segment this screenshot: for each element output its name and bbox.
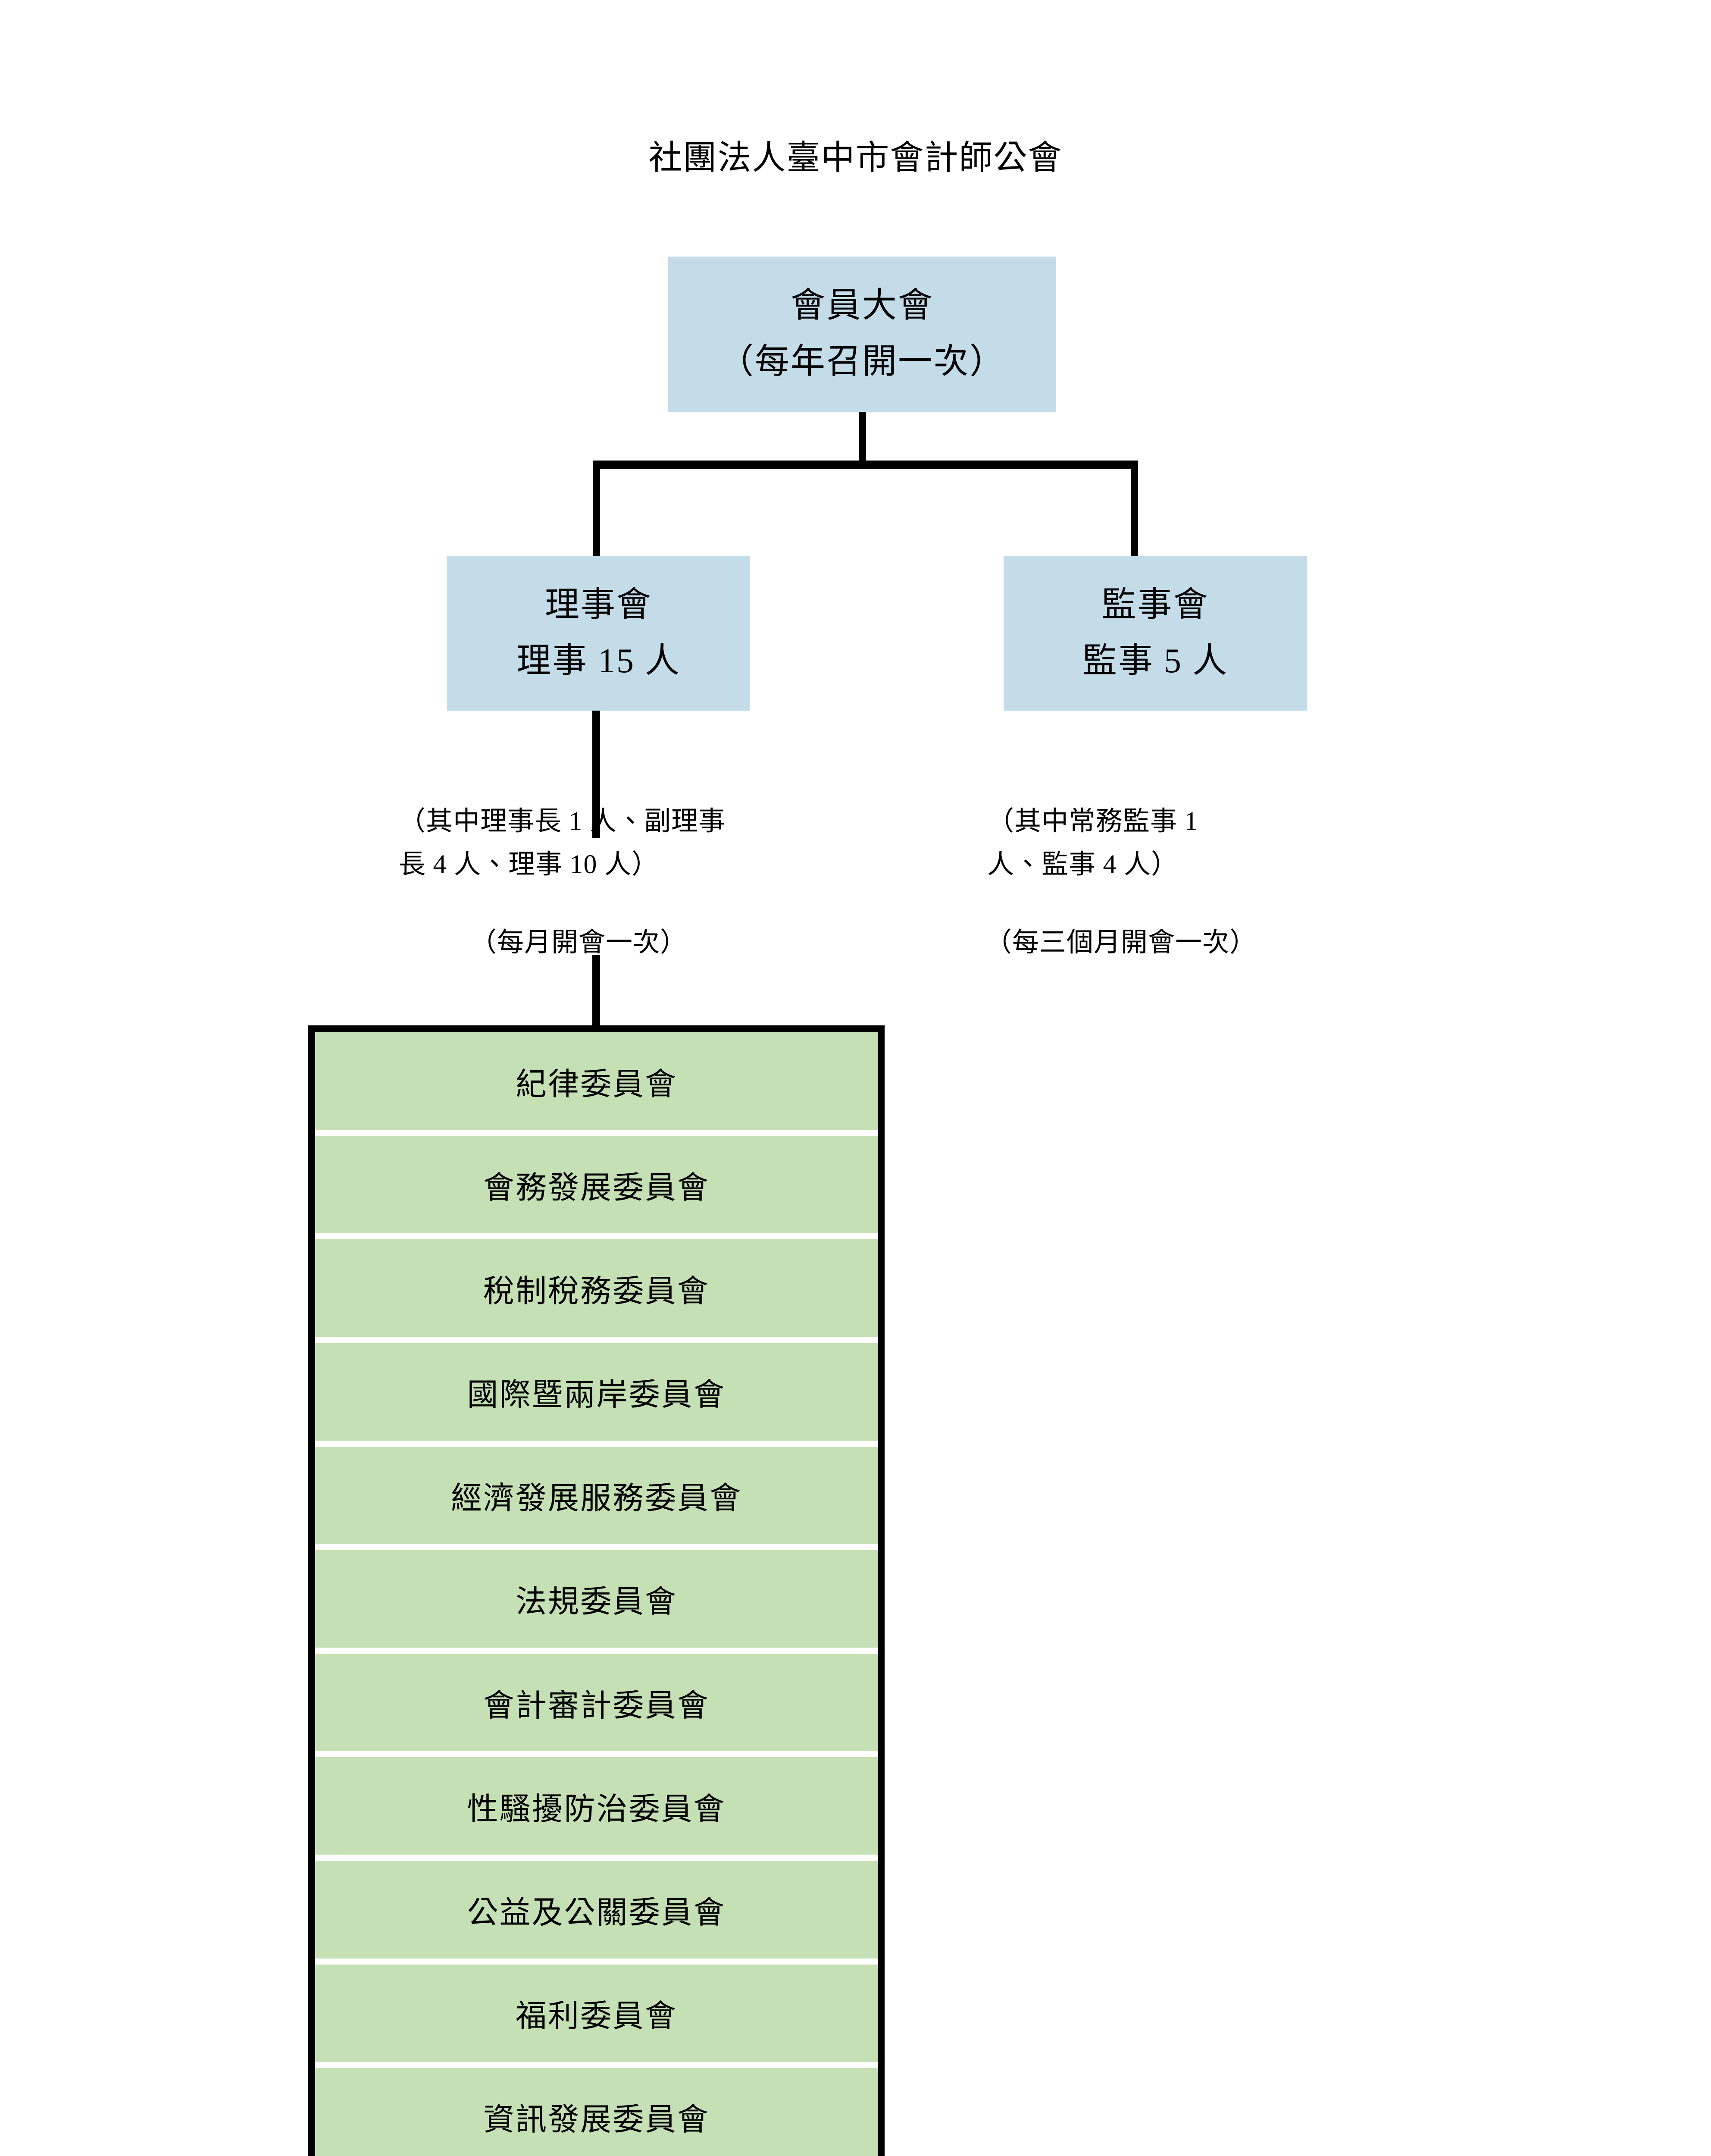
page-title: 社團法人臺中市會計師公會 <box>648 139 1063 176</box>
note-directors-line-1: （其中理事長 1 人、副理事 <box>399 807 726 836</box>
note-board-of-supervisors-composition: （其中常務監事 1 人、監事 4 人） <box>987 800 1280 887</box>
committee-item[interactable]: 福利委員會 <box>315 1964 878 2062</box>
note-directors-line-2: 長 4 人、理事 10 人） <box>399 850 659 880</box>
committee-item-label: 性騷擾防治委員會 <box>467 1792 726 1827</box>
committee-item[interactable]: 會計審計委員會 <box>315 1654 878 1752</box>
board-of-supervisors-name: 監事會 <box>1101 586 1209 624</box>
node-general-assembly[interactable]: 會員大會 （每年召開一次） <box>668 257 1056 412</box>
board-of-directors-name: 理事會 <box>545 586 652 624</box>
connector-assembly-to-bus <box>859 412 866 466</box>
committee-item-label: 資訊發展委員會 <box>483 2103 710 2137</box>
connector-directors-down-lower <box>592 955 600 1026</box>
committee-item-label: 會務發展委員會 <box>483 1170 710 1205</box>
board-of-directors-detail: 理事 15 人 <box>516 642 681 680</box>
committee-item-label: 福利委員會 <box>515 1999 677 2034</box>
committee-item[interactable]: 性騷擾防治委員會 <box>315 1757 878 1855</box>
connector-horizontal-bus <box>593 461 1138 469</box>
committee-list: 紀律委員會會務發展委員會稅制稅務委員會國際暨兩岸委員會經濟發展服務委員會法規委員… <box>308 1025 885 2156</box>
note-board-of-directors-composition: （其中理事長 1 人、副理事 長 4 人、理事 10 人） <box>399 800 830 887</box>
committee-item-label: 稅制稅務委員會 <box>483 1274 710 1309</box>
note-supervisors-line-1: （其中常務監事 1 <box>987 807 1198 836</box>
committee-item-label: 公益及公關委員會 <box>467 1895 726 1930</box>
node-board-of-directors[interactable]: 理事會 理事 15 人 <box>447 556 750 711</box>
committee-item-label: 國際暨兩岸委員會 <box>467 1378 726 1413</box>
committee-item[interactable]: 稅制稅務委員會 <box>315 1239 878 1337</box>
general-assembly-name: 會員大會 <box>791 287 934 325</box>
node-board-of-supervisors[interactable]: 監事會 監事 5 人 <box>1004 556 1307 711</box>
committee-item[interactable]: 公益及公關委員會 <box>315 1861 878 1959</box>
note-board-of-directors-frequency: （每月開會一次） <box>470 928 688 957</box>
connector-directors-down-upper <box>592 711 600 838</box>
general-assembly-detail: （每年召開一次） <box>719 343 1005 381</box>
committee-item-label: 經濟發展服務委員會 <box>450 1481 742 1516</box>
note-board-of-supervisors-frequency: （每三個月開會一次） <box>985 928 1257 957</box>
committee-item-label: 法規委員會 <box>515 1585 677 1620</box>
committee-item-label: 會計審計委員會 <box>483 1688 710 1723</box>
committee-item[interactable]: 經濟發展服務委員會 <box>315 1446 878 1544</box>
board-of-supervisors-detail: 監事 5 人 <box>1082 642 1228 680</box>
committee-item-label: 紀律委員會 <box>515 1067 677 1102</box>
connector-bus-to-supervisors <box>1131 461 1138 560</box>
committee-item[interactable]: 國際暨兩岸委員會 <box>315 1343 878 1441</box>
committee-item[interactable]: 會務發展委員會 <box>315 1136 878 1234</box>
committee-item[interactable]: 法規委員會 <box>315 1550 878 1648</box>
connector-bus-to-directors <box>593 461 600 560</box>
committee-item[interactable]: 紀律委員會 <box>315 1032 878 1130</box>
committee-item[interactable]: 資訊發展委員會 <box>315 2068 878 2156</box>
note-supervisors-line-2: 人、監事 4 人） <box>987 850 1179 880</box>
